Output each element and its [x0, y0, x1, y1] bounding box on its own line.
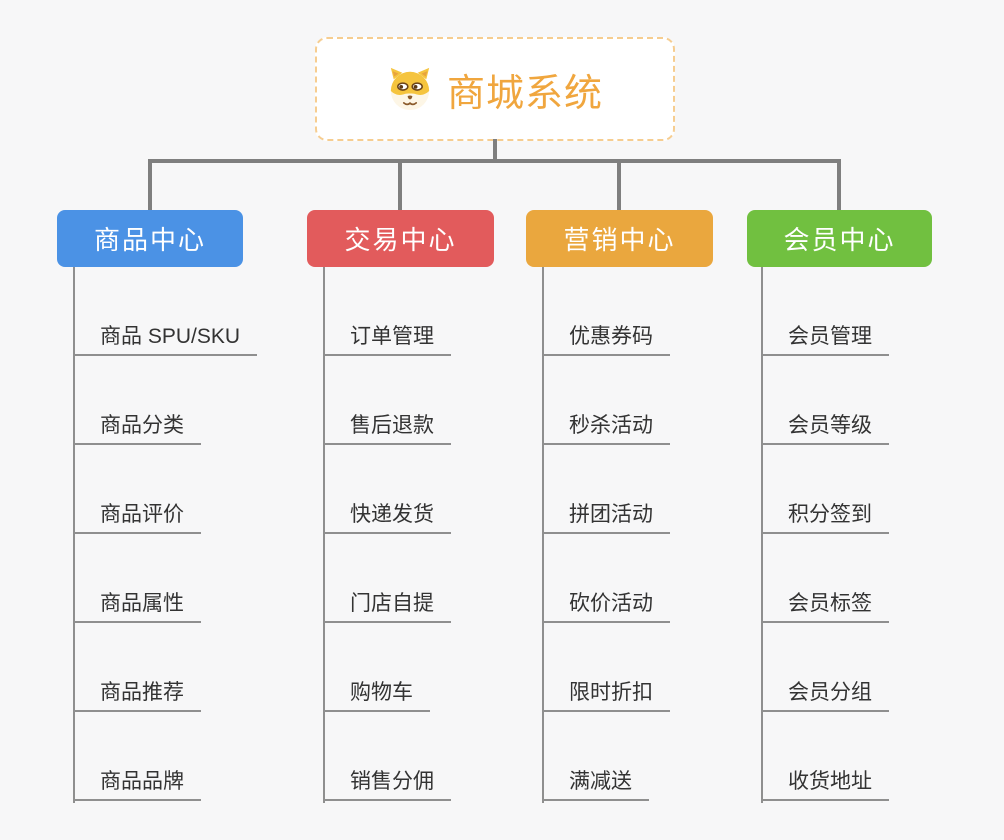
root-node-mall-system[interactable]: 商城系统 [315, 37, 675, 141]
leaf-node[interactable]: 订单管理 [323, 320, 451, 356]
leaf-node[interactable]: 商品品牌 [73, 765, 201, 801]
connector-horizontal-bar [148, 159, 841, 163]
leaf-node[interactable]: 秒杀活动 [542, 409, 670, 445]
leaf-node[interactable]: 商品属性 [73, 587, 201, 623]
leaf-node[interactable]: 商品分类 [73, 409, 201, 445]
leaf-node[interactable]: 积分签到 [761, 498, 889, 534]
branch-label: 会员中心 [783, 225, 896, 255]
branch-children-marketing-center: 优惠券码 秒杀活动 拼团活动 砍价活动 限时折扣 满减送 [542, 267, 782, 807]
connector-trunk-line [323, 267, 325, 803]
leaf-node[interactable]: 限时折扣 [542, 676, 670, 712]
leaf-node[interactable]: 会员分组 [761, 676, 889, 712]
root-title: 商城系统 [446, 72, 603, 115]
branch-children-member-center: 会员管理 会员等级 积分签到 会员标签 会员分组 收货地址 [761, 267, 1001, 807]
connector-stub-members [837, 159, 841, 211]
branch-label: 营销中心 [563, 225, 676, 255]
leaf-node[interactable]: 拼团活动 [542, 498, 670, 534]
leaf-node[interactable]: 快递发货 [323, 498, 451, 534]
leaf-node[interactable]: 会员管理 [761, 320, 889, 356]
branch-node-member-center[interactable]: 会员中心 [747, 210, 932, 267]
leaf-node[interactable]: 售后退款 [323, 409, 451, 445]
leaf-node[interactable]: 购物车 [323, 676, 430, 712]
branch-children-trade-center: 订单管理 售后退款 快递发货 门店自提 购物车 销售分佣 [323, 267, 563, 807]
branch-node-marketing-center[interactable]: 营销中心 [526, 210, 713, 267]
leaf-node[interactable]: 商品推荐 [73, 676, 201, 712]
leaf-node[interactable]: 商品评价 [73, 498, 201, 534]
branch-label: 商品中心 [93, 225, 206, 255]
leaf-node[interactable]: 会员标签 [761, 587, 889, 623]
leaf-node[interactable]: 会员等级 [761, 409, 889, 445]
leaf-node[interactable]: 优惠券码 [542, 320, 670, 356]
connector-trunk-line [73, 267, 75, 803]
connector-stub-marketing [617, 159, 621, 211]
branch-node-product-center[interactable]: 商品中心 [57, 210, 243, 267]
leaf-node[interactable]: 收货地址 [761, 765, 889, 801]
connector-trunk-line [542, 267, 544, 803]
leaf-node[interactable]: 满减送 [542, 765, 649, 801]
leaf-node[interactable]: 销售分佣 [323, 765, 451, 801]
shiba-dog-icon [390, 67, 430, 111]
branch-node-trade-center[interactable]: 交易中心 [307, 210, 494, 267]
branch-children-product-center: 商品 SPU/SKU 商品分类 商品评价 商品属性 商品推荐 商品品牌 [73, 267, 313, 807]
connector-root-stub [493, 139, 497, 163]
connector-trunk-line [761, 267, 763, 803]
branch-label: 交易中心 [344, 225, 457, 255]
leaf-node[interactable]: 砍价活动 [542, 587, 670, 623]
leaf-node[interactable]: 商品 SPU/SKU [73, 320, 258, 356]
leaf-node[interactable]: 门店自提 [323, 587, 451, 623]
connector-stub-products [148, 159, 152, 211]
connector-stub-trade [398, 159, 402, 211]
